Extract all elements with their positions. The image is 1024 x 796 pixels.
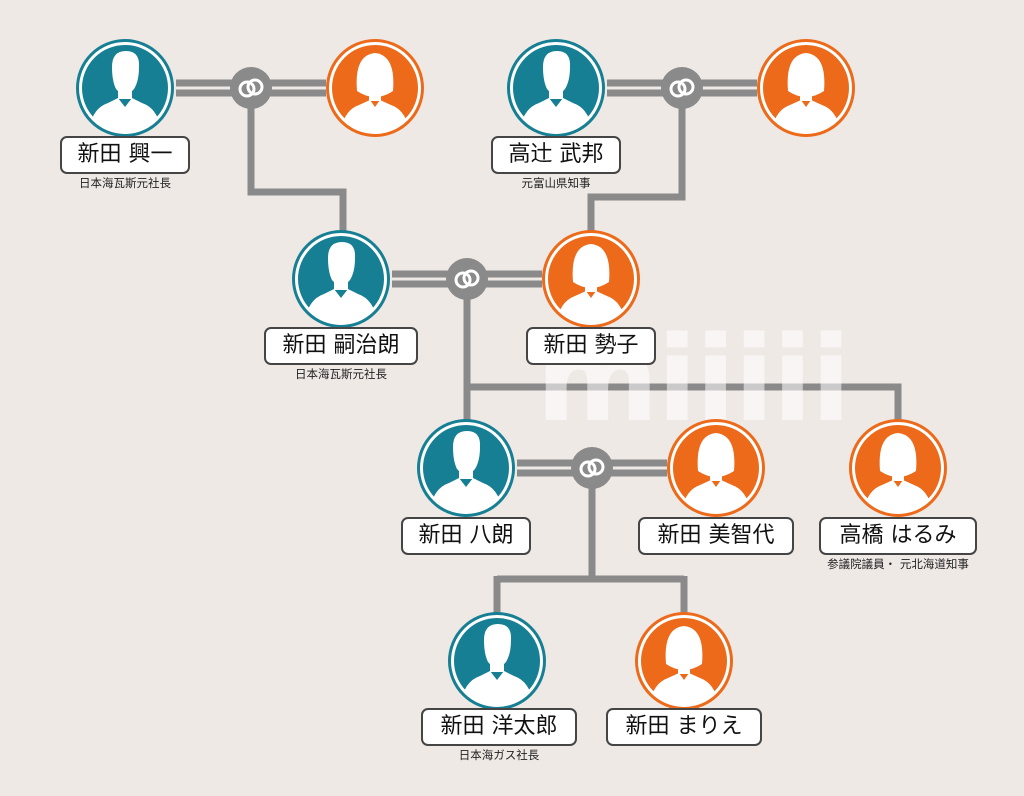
person-silhouette-icon <box>635 612 733 710</box>
name-label: 高辻 武邦 <box>491 136 621 174</box>
avatar-seiko <box>540 228 642 330</box>
person-silhouette-icon <box>448 612 546 710</box>
name-label: 新田 嗣治朗 <box>264 327 418 365</box>
marriage-ring-icon <box>230 67 272 109</box>
person-silhouette-icon <box>76 39 174 137</box>
subtitle-label: 日本海瓦斯元社長 <box>295 367 387 381</box>
avatar-yotaro <box>446 610 548 712</box>
marriage-ring-icon <box>661 67 703 109</box>
descent-line-takebo-to-seiko <box>587 88 686 232</box>
subtitle-label: 参議院議員・ 元北海道知事 <box>827 557 969 571</box>
avatar-michiyo <box>665 417 767 519</box>
avatar-hachiro <box>415 417 517 519</box>
name-label: 新田 勢子 <box>526 327 656 365</box>
person-silhouette-icon <box>542 230 640 328</box>
name-label: 新田 興一 <box>60 136 190 174</box>
avatar-takebo-wife <box>755 37 857 139</box>
avatar-takebo <box>505 37 607 139</box>
person-silhouette-icon <box>757 39 855 137</box>
subtitle-label: 日本海ガス社長 <box>458 748 540 762</box>
avatar-harumi <box>847 417 949 519</box>
marriage-ring-icon <box>571 447 613 489</box>
marriage-rings <box>230 67 703 489</box>
person-silhouette-icon <box>849 419 947 517</box>
marriage-ring-icon <box>446 258 488 300</box>
descent-line-hachiro-children <box>493 468 688 615</box>
avatar-koichi-wife <box>324 37 426 139</box>
name-label: 新田 八朗 <box>401 517 531 555</box>
avatar-koichi <box>74 37 176 139</box>
descent-line-shijiro-children <box>463 279 902 425</box>
avatar-shijiro <box>290 228 392 330</box>
name-label: 高橋 はるみ <box>819 517 977 555</box>
subtitle-label: 元富山県知事 <box>521 176 591 190</box>
person-silhouette-icon <box>667 419 765 517</box>
person-silhouette-icon <box>417 419 515 517</box>
subtitle-label: 日本海瓦斯元社長 <box>79 176 171 190</box>
person-silhouette-icon <box>326 39 424 137</box>
name-label: 新田 美智代 <box>638 517 794 555</box>
person-silhouette-icon <box>292 230 390 328</box>
name-label: 新田 まりえ <box>606 708 762 746</box>
descent-line-koichi-to-shijiro <box>247 88 347 232</box>
person-silhouette-icon <box>507 39 605 137</box>
name-label: 新田 洋太郎 <box>421 708 577 746</box>
avatar-marie <box>633 610 735 712</box>
